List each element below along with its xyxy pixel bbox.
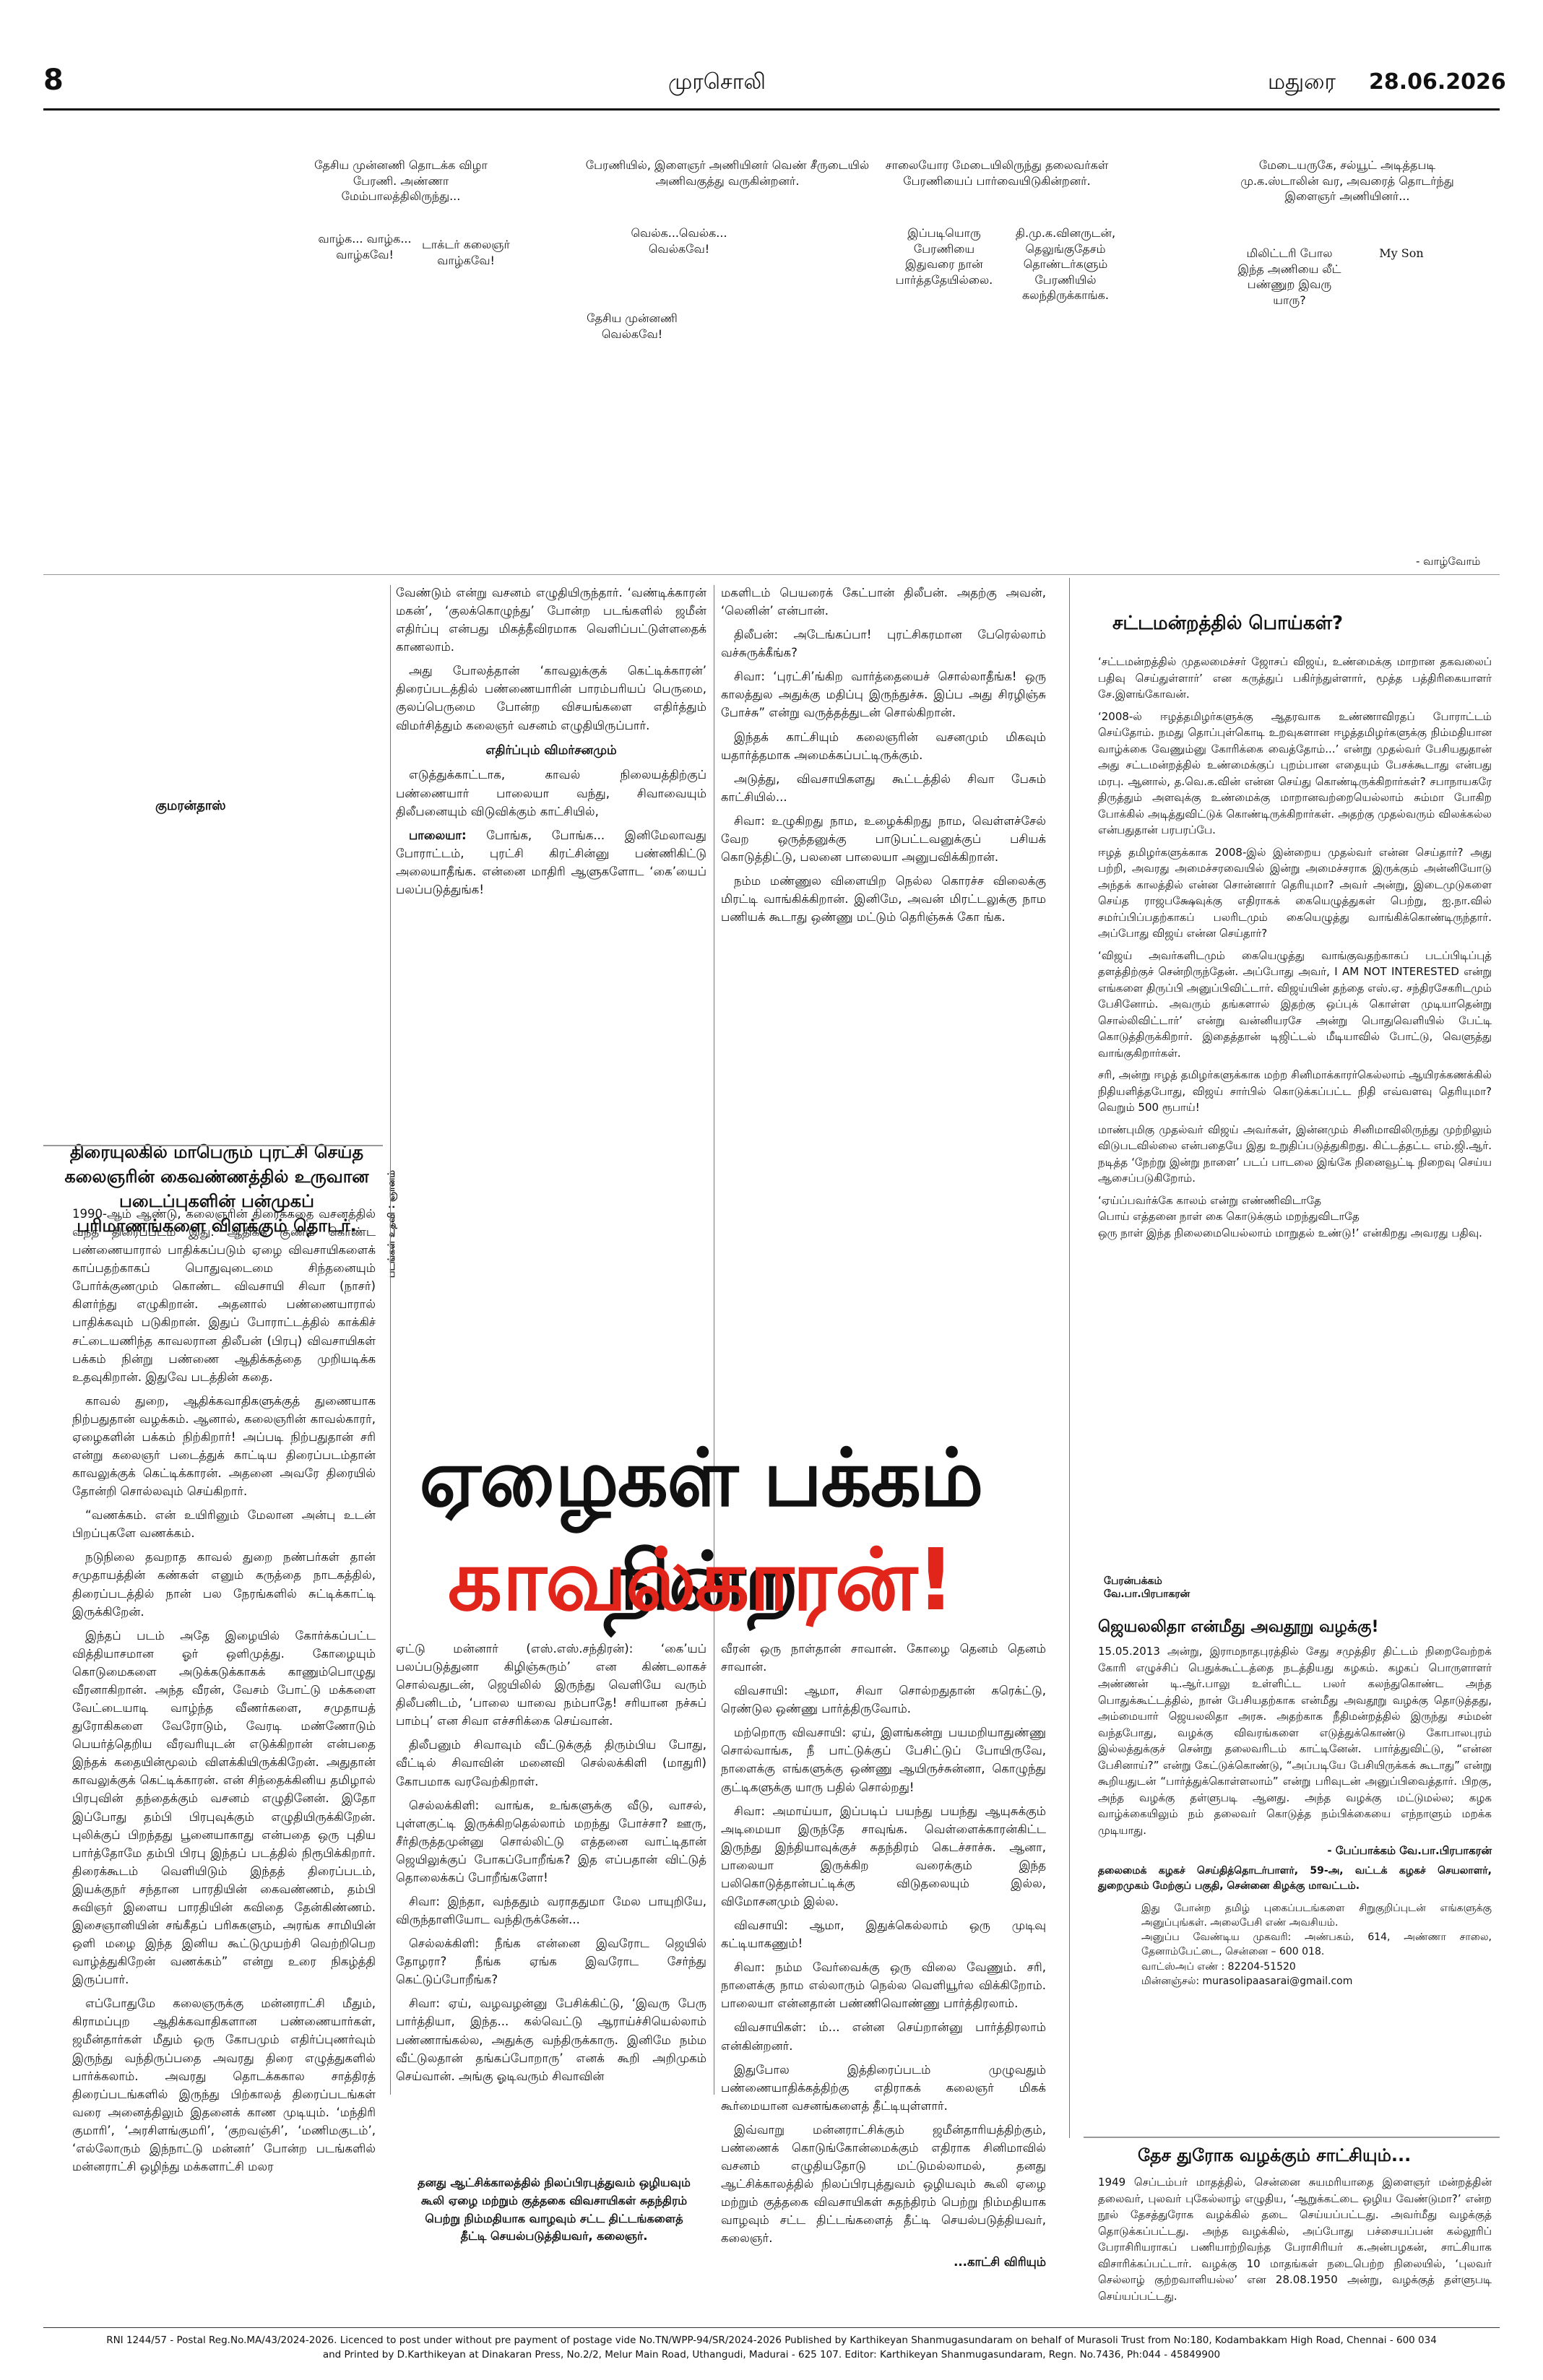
- article-para: சிவா: நம்ம வேர்வைக்கு ஒரு விலை வேணும். ச…: [721, 1960, 1046, 2011]
- comic-caption-1: தேசிய முன்னணி தொடக்க விழா பேரணி. அண்ணா ம…: [314, 158, 488, 204]
- footer-rule: [43, 2327, 1500, 2328]
- article-para: சிவா: அமாய்யா, இப்படிப் பயந்து பயந்து ஆய…: [721, 1804, 1046, 1909]
- speech-bubble-8: My Son: [1379, 246, 1424, 260]
- page-number: 8: [43, 64, 64, 97]
- continued-note: ...காட்சி விரியும்: [954, 2255, 1046, 2269]
- article-para: சிவா: ‘புரட்சி’ங்கிற வார்த்தையைச் சொல்லா…: [721, 670, 1046, 720]
- sidebar-1-title: சட்டமன்றத்தில் பொய்கள்?: [1112, 613, 1344, 634]
- article-para: செல்லக்கிளி: வாங்க, உங்களுக்கு வீடு, வாச…: [396, 1798, 706, 1884]
- article-para: விவசாயிகள்: ம்... என்ன செய்றான்னு பார்த்…: [721, 2020, 1046, 2053]
- article-para: வேண்டும் என்று வசனம் எழுதியிருந்தார். ‘வ…: [396, 586, 706, 654]
- sidebar-para: ‘2008-ல் ஈழத்தமிழர்களுக்கு ஆதரவாக உண்ணாவ…: [1098, 709, 1492, 837]
- sidebar-sign: - பேப்பாக்கம் வே.பா.பிரபாகரன்: [1327, 1844, 1492, 1857]
- comic-divider: [43, 574, 1500, 575]
- article-column-2: வேண்டும் என்று வசனம் எழுதியிருந்தார். ‘வ…: [396, 584, 706, 904]
- article-para: நடுநிலை தவறாத காவல் துறை நண்பர்கள் தான் …: [72, 1550, 376, 1619]
- article-para: “வணக்கம். என் உயிரினும் மேலான அன்பு உடன்…: [72, 1508, 376, 1541]
- sidebar-2-body: 15.05.2013 அன்று, இராமநாதபுரத்தில் சேது …: [1098, 1643, 1492, 1989]
- article-para: அடுத்து, விவசாயிகளது கூட்டத்தில் சிவா பே…: [721, 771, 1046, 804]
- note-line: அனுப்ப வேண்டிய முகவரி: அண்பகம், 614, அண்…: [1141, 1931, 1492, 1958]
- article-para: இந்தக் காட்சியும் கலைஞரின் வசனமும் மிகவு…: [721, 730, 1046, 762]
- article-column-2-lower: ஏட்டு மன்னார் (எஸ்.எஸ்.சந்திரன்): ‘கை’யப…: [396, 1640, 706, 2091]
- article-para: எடுத்துக்காட்டாக, காவல் நிலையத்திற்குப் …: [396, 768, 706, 818]
- author-name: குமரன்தாஸ்: [155, 798, 226, 813]
- song-line: ‘ஏய்ப்பவர்க்கே காலம் என்று எண்ணிவிடாதே: [1098, 1193, 1322, 1207]
- speech-bubble-6: தி.மு.க.வினருடன், தெலுங்குதேசம் தொண்டர்க…: [1015, 226, 1116, 303]
- sidebar-para: ‘சட்டமன்றத்தில் முதலமைச்சர் ஜோசப் விஜய்,…: [1098, 655, 1492, 701]
- sidebar-para: ஈழத் தமிழர்களுக்காக 2008-இல் இன்றைய முதல…: [1098, 845, 1492, 940]
- article-column-3: மகளிடம் பெயரைக் கேட்பான் திலீபன். அதற்கு…: [721, 584, 1046, 932]
- article-para: விவசாயி: ஆமா, இதுக்கெல்லாம் ஒரு முடிவு க…: [721, 1918, 1046, 1951]
- article-para: மற்றொரு விவசாயி: ஏய், இளங்கன்று பயமறியாத…: [721, 1726, 1046, 1794]
- headline-line-1: ஏழைகள் பக்கம் நின்ற: [419, 1432, 983, 1627]
- submission-note: இது போன்ற தமிழ் புகைப்படங்களை சிறுகுறிப்…: [1098, 1901, 1492, 1989]
- sidebar-2-byline: பேரன்பக்கம் வே.பா.பிரபாகரன்: [1104, 1575, 1190, 1601]
- sidebar-para: சரி, அன்று ஈழத் தமிழர்களுக்காக மற்ற சினி…: [1098, 1068, 1492, 1114]
- photo-credit: படங்கள் உதவி : ஞானம்: [386, 1170, 397, 1278]
- article-para: இதுபோல இத்திரைப்படம் முழுவதும் பண்ணையாதி…: [721, 2062, 1046, 2113]
- article-para: விவசாயி: ஆமா, சிவா சொல்றதுதான் கரெக்ட்டு…: [721, 1684, 1046, 1716]
- edition-date: 28.06.2026: [1369, 69, 1506, 95]
- sidebar-3-rule: [1084, 2137, 1500, 2138]
- article-para: சிவா: இந்தா, வந்ததும் வராததுமா மேல பாயுற…: [396, 1895, 706, 1927]
- paper-name: முரசொலி: [668, 69, 766, 95]
- song-line: ஒரு நாள் இந்த நிலைமையெல்லாம் மாறுதல் உண்…: [1098, 1226, 1482, 1239]
- article-para: இவ்வாறு மன்னராட்சிக்கும் ஜமீன்தாரியத்திற…: [721, 2122, 1046, 2246]
- article-column-3-lower: வீரன் ஒரு நாள்தான் சாவான். கோழை தெனம் தெ…: [721, 1640, 1046, 2277]
- song-line: பொய் எத்தனை நாள் கை கொடுக்கும் மறந்துவிட…: [1098, 1210, 1360, 1223]
- sidebar-para: மாண்புமிகு முதல்வர் விஜய் அவர்கள், இன்னம…: [1098, 1122, 1492, 1185]
- article-para: இந்தப் படம் அதே இழையில் கோர்க்கப்பட்ட வி…: [72, 1628, 376, 1987]
- article-para: ஏட்டு மன்னார் (எஸ்.எஸ்.சந்திரன்): ‘கை’யப…: [396, 1642, 706, 1728]
- right-col-divider: [1069, 578, 1070, 2138]
- article-para: நம்ம மண்ணுல விளையிற நெல்ல கொரச்ச விலைக்க…: [721, 874, 1046, 925]
- speech-bubble-5: இப்படியொரு பேரணியை இதுவரை நான் பார்த்ததே…: [895, 226, 993, 287]
- comic-caption-4: மேடையருகே, சல்யூட் அடித்தபடி மு.க.ஸ்டாலி…: [1240, 158, 1454, 204]
- article-lead: 1990-ஆம் ஆண்டு, கலைஞரின் திரைக்கதை வசனத்…: [72, 1207, 376, 1384]
- article-para: மகளிடம் பெயரைக் கேட்பான் திலீபன். அதற்கு…: [721, 586, 1046, 618]
- dialogue-text: போங்க, போங்க... இனிமேலாவது போராட்டம், பு…: [396, 828, 706, 896]
- imprint-line: and Printed by D.Karthikeyan at Dinakara…: [322, 2349, 1221, 2361]
- article-para: திலீபனும் சிவாவும் வீட்டுக்குத் திரும்பி…: [396, 1738, 706, 1788]
- sidebar-para: ‘விஜய் அவர்களிடமும் கையெழுத்து வாங்குவதற…: [1098, 948, 1492, 1060]
- article-para: எப்போதுமே கலைஞருக்கு மன்னராட்சி மீதும், …: [72, 1996, 376, 2173]
- sidebar-1-body: ‘சட்டமன்றத்தில் முதலமைச்சர் ஜோசப் விஜய்,…: [1098, 654, 1492, 1241]
- headline-line-2: காவல்காரன்!: [447, 1530, 955, 1630]
- note-line: மின்னஞ்சல்: murasolipaasarai@gmail.com: [1141, 1975, 1353, 1987]
- article-para: சிவா: உழுகிறது நாம, உழைக்கிறது நாம, வெள்…: [721, 813, 1046, 865]
- article-para: செல்லக்கிளி: நீங்க என்னை இவரோட ஜெயில் தோ…: [396, 1937, 706, 1987]
- byline-name: வே.பா.பிரபாகரன்: [1104, 1588, 1190, 1601]
- comic-caption-2: பேரணியில், இளைஞர் அணியினர் வெண் சீருடையி…: [585, 158, 870, 188]
- imprint-line: RNI 1244/57 - Postal Reg.No.MA/43/2024-2…: [106, 2334, 1437, 2346]
- article-para: அது போலத்தான் ‘காவலுக்குக் கெட்டிக்காரன்…: [396, 664, 706, 732]
- intro-rule: [43, 1145, 383, 1146]
- article-para: சிவா: ஏய், வழவழன்னு பேசிக்கிட்டு, ‘இவரு …: [396, 1996, 706, 2083]
- edition-city: மதுரை: [1268, 69, 1336, 95]
- note-line: இது போன்ற தமிழ் புகைப்படங்களை சிறுகுறிப்…: [1141, 1902, 1492, 1929]
- speech-bubble-4: தேசிய முன்னணி வெல்கவே!: [587, 311, 678, 341]
- sidebar-3-body: 1949 செப்டம்பர் மாதத்தில், சென்னை சுயமரி…: [1098, 2176, 1492, 2303]
- article-para: வீரன் ஒரு நாள்தான் சாவான். கோழை தெனம் தெ…: [721, 1642, 1046, 1674]
- note-line: வாட்ஸ்அப் எண் : 82204-51520: [1141, 1960, 1296, 1973]
- pull-quote: தனது ஆட்சிக்காலத்தில் நிலப்பிரபுத்துவம் …: [418, 2176, 691, 2243]
- comic-caption-3: சாலையோர மேடையிலிருந்து தலைவர்கள் பேரணியை…: [885, 158, 1109, 188]
- article-subheading: எதிர்ப்பும் விமர்சனமும்: [485, 743, 617, 758]
- speech-bubble-1: வாழ்க... வாழ்க... வாழ்கவே!: [318, 232, 412, 261]
- sidebar-para: 15.05.2013 அன்று, இராமநாதபுரத்தில் சேது …: [1098, 1645, 1492, 1837]
- sidebar-address: தலைமைக் கழகச் செய்தித்தொடர்பாளர், 59-அ, …: [1098, 1864, 1492, 1892]
- article-column-1: 1990-ஆம் ஆண்டு, கலைஞரின் திரைக்கதை வசனத்…: [72, 1205, 376, 2181]
- imprint: RNI 1244/57 - Postal Reg.No.MA/43/2024-2…: [43, 2333, 1500, 2363]
- speaker-label: பாலையா:: [409, 828, 467, 842]
- article-para: காவல் துறை, ஆதிக்கவாதிகளுக்குத் துணையாக …: [72, 1393, 376, 1499]
- comic-end: - வாழ்வோம்: [1416, 555, 1481, 568]
- sidebar-2-title: ஜெயலலிதா என்மீது அவதூறு வழக்கு!: [1098, 1618, 1379, 1636]
- header-rule: [43, 108, 1500, 111]
- article-para: திலீபன்: அடேங்கப்பா! புரட்சிகரமான பேரெல்…: [721, 628, 1046, 660]
- speech-bubble-3: வெல்க...வெல்க... வெல்கவே!: [631, 226, 727, 256]
- col-divider: [390, 585, 391, 2095]
- speech-bubble-7: மிலிட்டரி போல இந்த அணியை லீட் பண்ணுற இவர…: [1237, 246, 1341, 307]
- byline-place: பேரன்பக்கம்: [1104, 1575, 1162, 1587]
- sidebar-3-title: தேச துரோக வழக்கும் சாட்சியும்...: [1138, 2145, 1412, 2165]
- speech-bubble-2: டாக்டர் கலைஞர் வாழ்கவே!: [422, 238, 510, 267]
